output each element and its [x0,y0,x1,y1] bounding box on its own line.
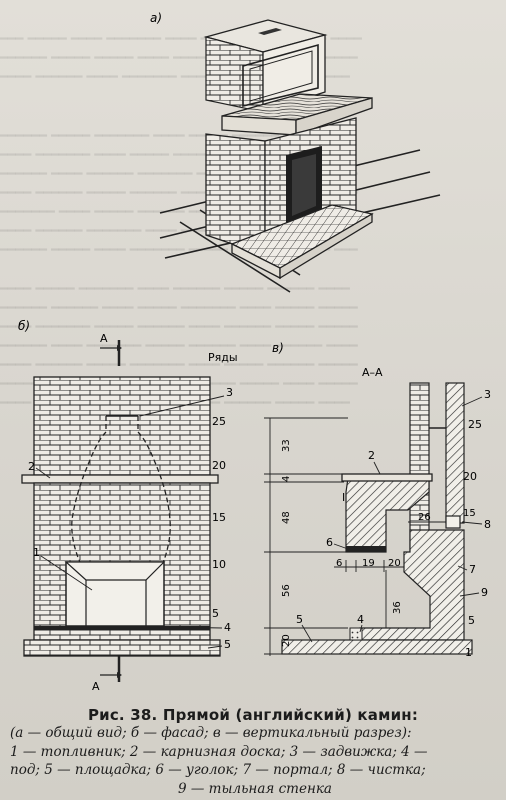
horizontal-dimensions [334,521,446,628]
dimension-value: 20 [388,558,401,569]
chimney-back-wall [445,382,465,524]
part-label: 5 [224,638,231,651]
part-label: 5 [296,613,303,626]
section-mark-top: А [100,332,122,366]
part-label: 1 [465,646,472,659]
facade-mantel-board [21,474,219,484]
dimension-value: 36 [392,601,403,614]
row-numbers: 25 20 15 10 5 [212,415,226,620]
row-number: 5 [468,614,475,627]
section-mantel-board [341,473,433,482]
dimension-value: 33 [281,439,292,452]
part-label: 3 [226,386,233,399]
part-label: 9 [481,586,488,599]
facade-hearth-line [34,626,210,630]
caption-line: 9 — тыльная стенка [178,780,332,797]
dimension-value: 6 [336,558,342,569]
part-label: 8 [484,518,491,531]
cleanout [445,515,461,529]
part-label: 7 [469,563,476,576]
figure-caption-legend: (а — общий вид; б — фасад; в — вертикаль… [10,724,500,798]
figure-caption-title: Рис. 38. Прямой (английский) камин: [87,706,419,724]
facade-part-labels: 3 2 1 4 5 [28,386,233,651]
mantel-board [221,93,373,136]
part-label: 2 [28,460,35,473]
fireplace-figure: а) [18,11,491,693]
panel-b-label: б) [18,319,30,333]
section-floor [281,639,473,655]
row-number: 15 [212,511,226,524]
part-label: 2 [368,449,375,462]
section-part-labels: 3 2 I 6 5 4 1 7 8 9 20 25 5 [296,388,491,659]
angle-steel [346,546,386,552]
part-label: 6 [326,536,333,549]
section-mark-bottom: А [92,655,122,693]
section-mark-bottom-label: А [92,680,100,693]
panel-a-general-view: а) [150,11,441,293]
row-number: 20 [463,470,477,483]
rows-label: Ряды [208,351,238,364]
roman-label: I [342,491,345,504]
part-label: 4 [357,613,364,626]
row-number: 25 [212,415,226,428]
flue-outline-right [137,416,171,576]
caption-line: (а — общий вид; б — фасад; в — вертикаль… [10,725,412,741]
section-mark-top-label: А [100,332,108,345]
panel-v-vertical-section: в) А–А [264,341,491,659]
row-number: 20 [212,459,226,472]
dimension-value: 48 [281,511,292,524]
row-number: 10 [212,558,226,571]
facade-upper-brickwork [33,376,211,476]
row-number: 25 [468,418,482,431]
hearth-platform [230,204,374,280]
smoke-collector-section [345,477,430,553]
flue-outline-left [71,416,107,576]
dimension-value: 20 [281,634,292,647]
vertical-dimension-values: 33 4 48 56 20 [281,439,292,647]
back-wall-section [359,529,465,641]
caption-line: 1 — топливник; 2 — карнизная доска; 3 — … [10,743,428,760]
panel-a-label: а) [150,11,162,25]
dimension-value: 4 [281,476,292,482]
caption-line: под; 5 — площадка; 6 — уголок; 7 — порта… [10,762,426,778]
panel-b-facade: б) А Ряды [18,319,238,693]
chimney-block [203,19,328,113]
dimension-value: 19 [362,558,375,569]
dimension-value: 15 [463,508,476,519]
row-number: 5 [212,607,219,620]
vertical-dimension-chain [264,417,348,656]
part-label: 1 [33,546,40,559]
panel-v-label: в) [272,341,284,355]
dimension-value: 26 [418,512,431,523]
facade-platform [23,639,221,657]
dimension-value: 56 [281,584,292,597]
part-label: 4 [224,621,231,634]
facade-firebox-opening [64,561,166,627]
part-label: 3 [484,388,491,401]
section-title: А–А [362,366,383,379]
hearth-edge [349,627,363,641]
